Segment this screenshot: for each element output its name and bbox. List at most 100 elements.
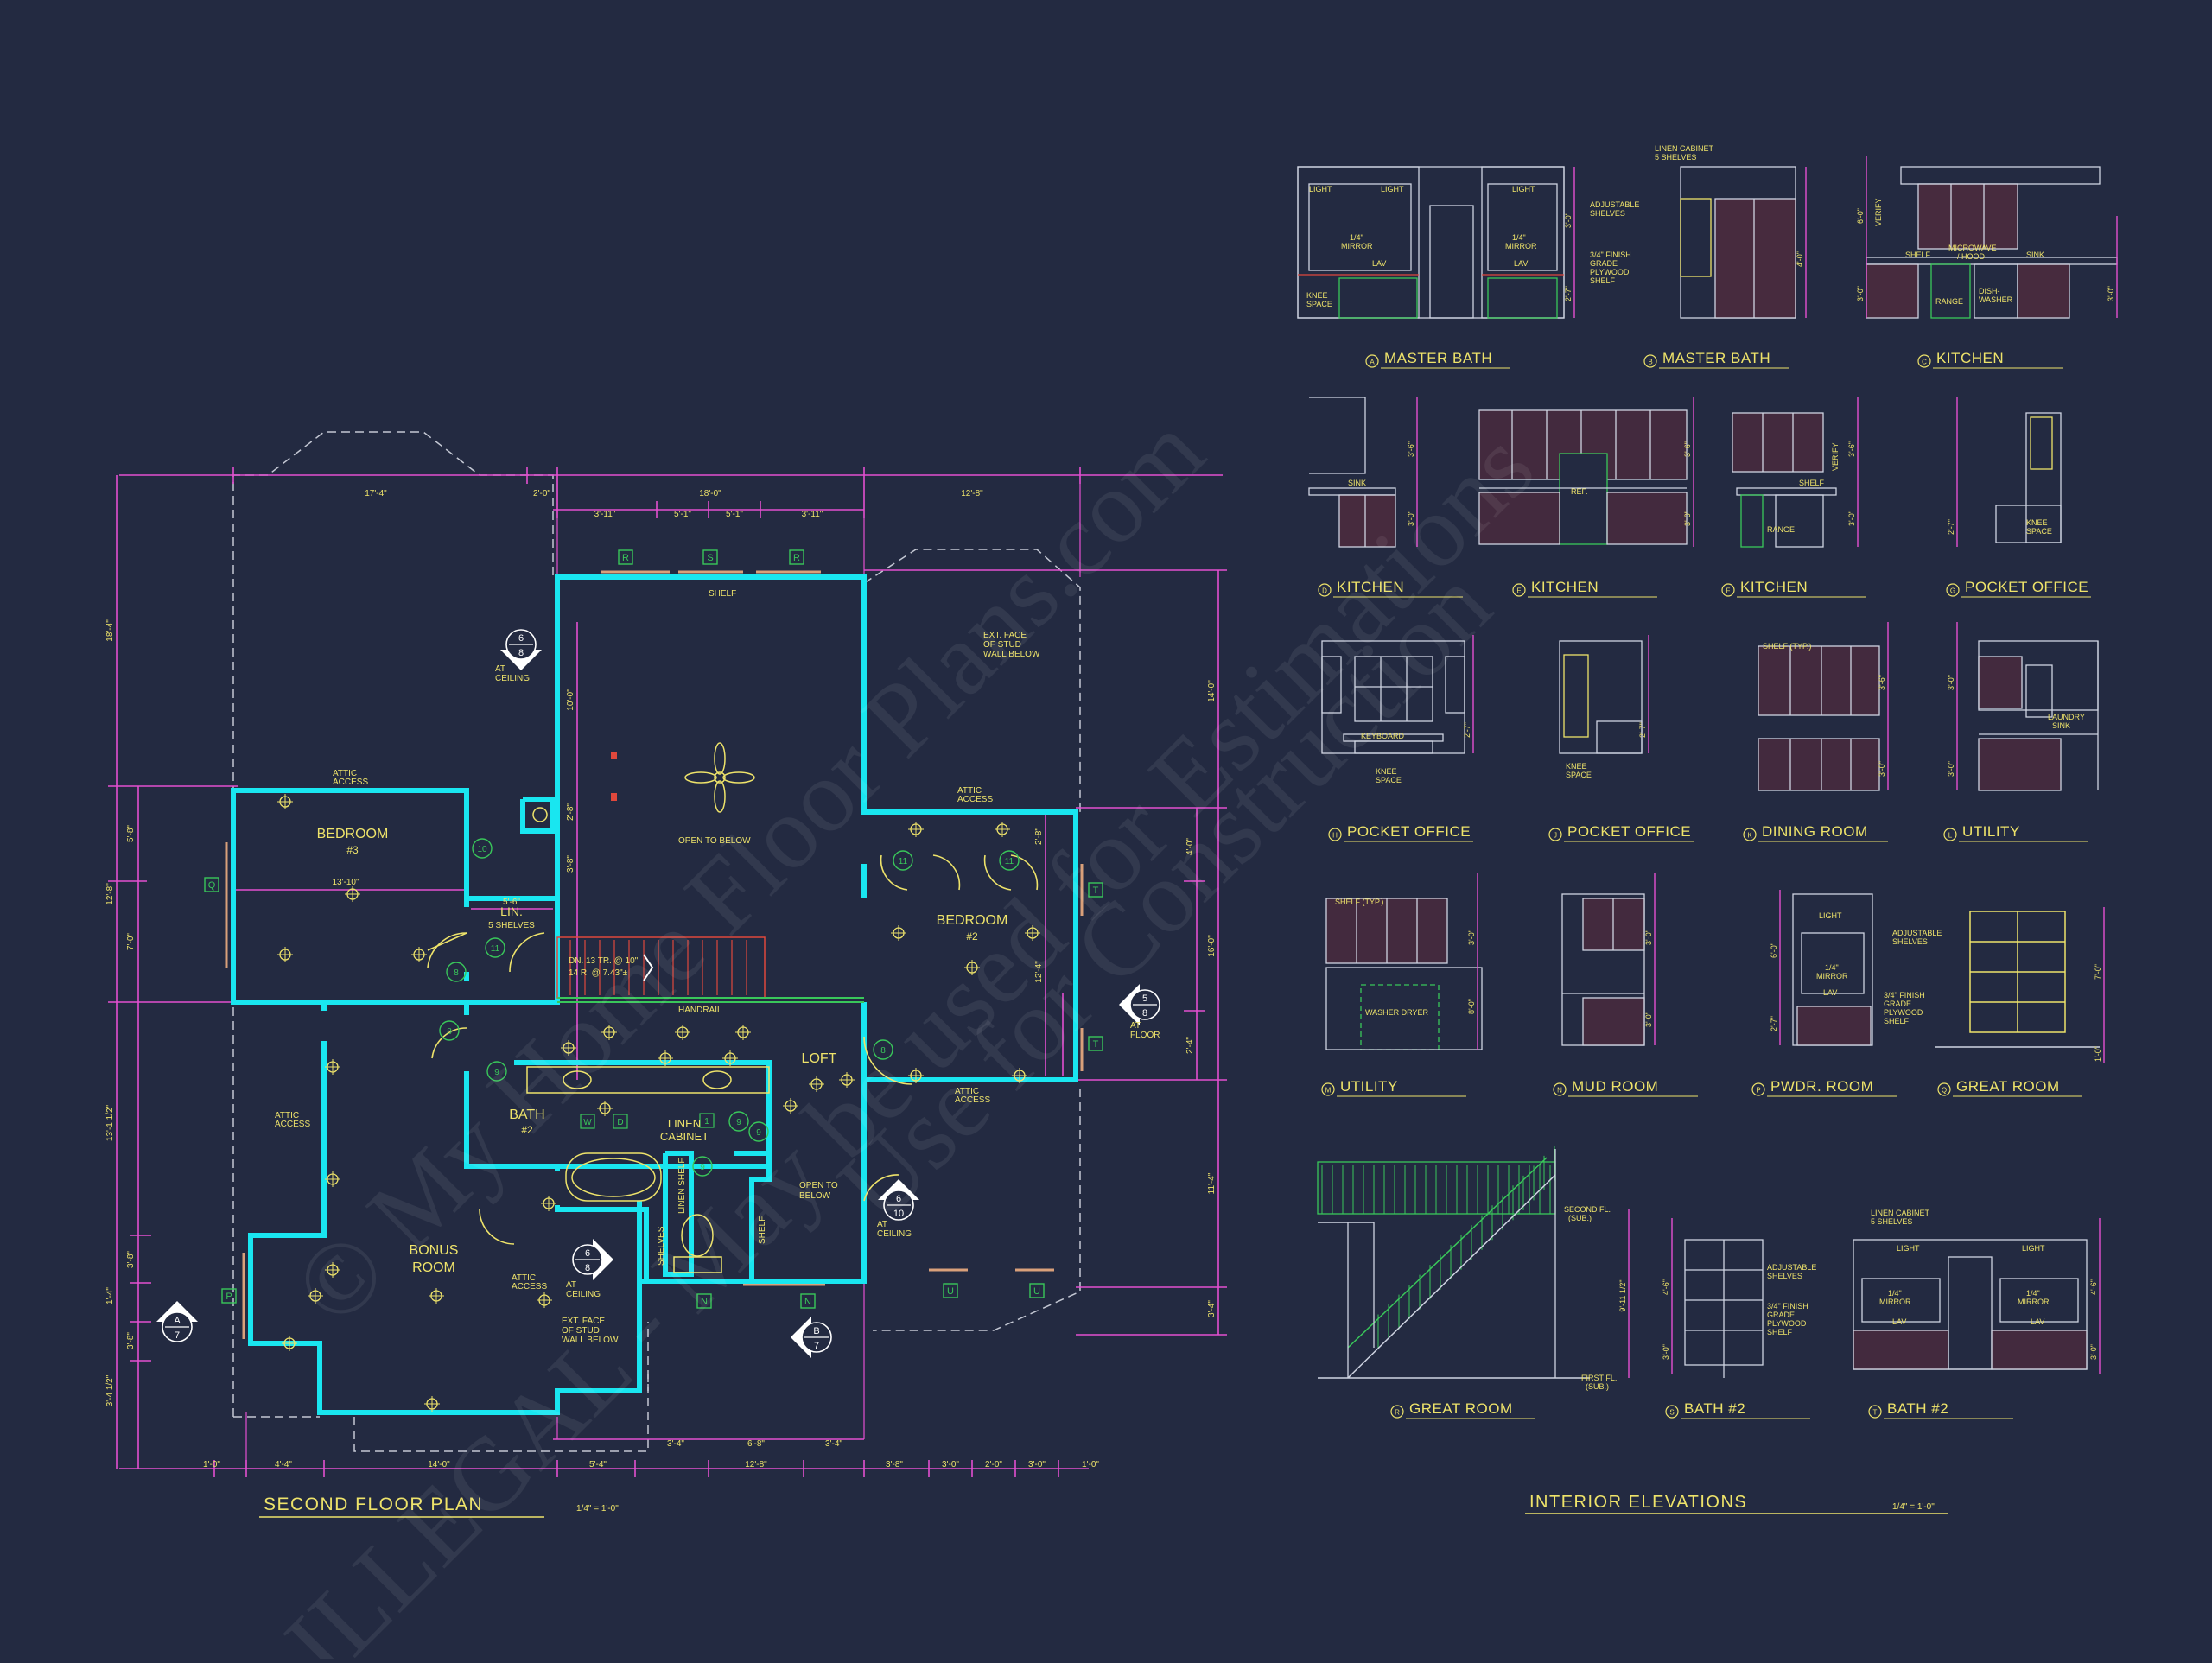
section-sheet: 8 xyxy=(585,1263,590,1273)
enote-second-fl2: (SUB.) xyxy=(1568,1214,1592,1222)
elevation-label-circle xyxy=(1751,1082,1765,1096)
note-stair: DN. 13 TR. @ 10" xyxy=(569,956,639,966)
section-number: 5 xyxy=(1142,993,1147,1004)
elevations-title: INTERIOR ELEVATIONS xyxy=(1529,1493,1747,1512)
enote-range-c: RANGE xyxy=(1936,297,1963,306)
elevation-label-letter: B xyxy=(1648,359,1652,366)
elevation-label-letter: K xyxy=(1747,832,1752,840)
enote-shelf-typ-m: SHELF (TYP.) xyxy=(1335,898,1383,906)
elevation-l xyxy=(1978,640,2099,791)
enote-mirror-t2: 1/4" xyxy=(2026,1289,2040,1298)
window-tag-box xyxy=(1088,1036,1103,1051)
dim-inner-5: 3'-8" xyxy=(566,855,575,873)
elevation-label-name: MASTER BATH xyxy=(1384,350,1492,366)
elevation-h xyxy=(1321,640,1465,754)
room-bedroom3-num: #3 xyxy=(346,844,359,856)
fixture-tag-label: W xyxy=(583,1118,592,1127)
window-tag-label: T xyxy=(1093,885,1099,896)
enote-mirror-p2: MIRROR xyxy=(1816,972,1848,981)
enote-knee-g: KNEE xyxy=(2026,518,2048,527)
bath-fixtures xyxy=(526,807,770,1273)
dim-bot-10: 2'-0" xyxy=(985,1460,1002,1469)
elevation-label-letter: J xyxy=(1554,832,1557,840)
note-at-ceiling-c: AT xyxy=(566,1280,576,1290)
elevation-label-name: POCKET OFFICE xyxy=(1347,823,1471,840)
note-linen-shelf-v: LINEN SHELF xyxy=(677,1158,687,1214)
enote-ref: REF. xyxy=(1571,487,1588,496)
room-lin-shelves: 5 SHELVES xyxy=(488,921,535,930)
dim-left-4: 7'-0" xyxy=(126,933,136,950)
enote-mirror-p: 1/4" xyxy=(1825,963,1839,972)
dim-left-6: 3'-8" xyxy=(126,1251,136,1268)
enote-lav-2: LAV xyxy=(1514,259,1528,268)
fixture-tag-box xyxy=(580,1114,595,1129)
elevation-label-circle xyxy=(1943,828,1957,841)
enote-adj-2: SHELVES xyxy=(1590,209,1625,218)
fixture-tag-box xyxy=(613,1114,628,1129)
door-swings xyxy=(427,854,1039,1245)
elevation-m xyxy=(1325,898,1483,1050)
dim-bot-6: 6'-8" xyxy=(747,1439,765,1449)
light-fixtures xyxy=(277,794,1040,1412)
window-tag-box xyxy=(204,877,219,892)
dim-bot2-1: 12'-8" xyxy=(745,1460,767,1469)
edim-24: 6'-0" xyxy=(1770,943,1778,958)
dim-inner-2: 5'-6" xyxy=(503,898,520,907)
dim-right-6: 3'-4" xyxy=(1207,1300,1217,1317)
door-tag-circle xyxy=(486,1061,507,1082)
window-tag-label: U xyxy=(1033,1286,1040,1297)
window-tag-box xyxy=(618,549,633,565)
dim-right-1: 14'-0" xyxy=(1207,680,1217,702)
note-stair-2: 14 R. @ 7.43"± xyxy=(569,968,628,978)
elevation-n xyxy=(1561,893,1645,1046)
dim-right-3: 16'-0" xyxy=(1207,935,1217,957)
note-at-floor: AT xyxy=(1130,1021,1141,1031)
note-attic2: ATTIC xyxy=(957,786,982,796)
elevation-f xyxy=(1732,412,1837,548)
elevation-label-letter: G xyxy=(1950,587,1955,595)
elevation-label-circle xyxy=(1917,354,1931,368)
elevation-label-name: PWDR. ROOM xyxy=(1770,1078,1873,1095)
room-markers xyxy=(611,752,617,801)
dim-right-5: 11'-4" xyxy=(1207,1172,1217,1194)
edim-10: 3'-0" xyxy=(1683,511,1692,526)
enote-finish-q: 3/4" FINISH xyxy=(1884,991,1925,1000)
enote-linen: LINEN CABINET xyxy=(1655,144,1714,153)
window-tag-label: R xyxy=(622,553,629,563)
note-ext1c: WALL BELOW xyxy=(983,650,1040,659)
enote-laundry: LAUNDRY xyxy=(2048,713,2085,721)
door-tag-circle xyxy=(893,850,913,871)
enote-finish-2: GRADE xyxy=(1590,259,1618,268)
door-tag-circle xyxy=(748,1121,769,1142)
elevation-c xyxy=(1866,166,2118,319)
enote-hood: / HOOD xyxy=(1957,252,1986,261)
enote-space: SPACE xyxy=(1306,300,1332,308)
elevation-label-name: KITCHEN xyxy=(1740,579,1808,595)
elevation-label-circle xyxy=(1328,828,1342,841)
section-sheet: 8 xyxy=(1142,1008,1147,1019)
elevation-g xyxy=(1995,412,2062,543)
elevation-label-circle xyxy=(1743,828,1757,841)
dim-left-5: 13'-1 1/2" xyxy=(105,1104,115,1141)
elevation-dimension-lines xyxy=(1416,156,2118,1378)
elevation-label-letter: S xyxy=(1669,1409,1674,1417)
enote-washer-dryer: WASHER DRYER xyxy=(1365,1008,1429,1017)
note-attic5b: ACCESS xyxy=(512,1282,547,1292)
elevation-label-circle xyxy=(1321,1082,1335,1096)
dim-inner-1: 13'-10" xyxy=(332,878,359,887)
enote-finish: 3/4" FINISH xyxy=(1590,251,1631,259)
enote-shelf-c: SHELF xyxy=(1905,251,1931,259)
windows xyxy=(225,570,1084,1339)
elevation-label-letter: P xyxy=(1756,1087,1760,1095)
enote-sink-c: SINK xyxy=(2026,251,2044,259)
elevation-k xyxy=(1758,645,1880,791)
edim-6: 3'-0" xyxy=(2107,286,2115,301)
elevation-label-name: MUD ROOM xyxy=(1572,1078,1658,1095)
edim-26: 7'-0" xyxy=(2094,964,2102,980)
enote-first-fl2: (SUB.) xyxy=(1586,1382,1609,1391)
